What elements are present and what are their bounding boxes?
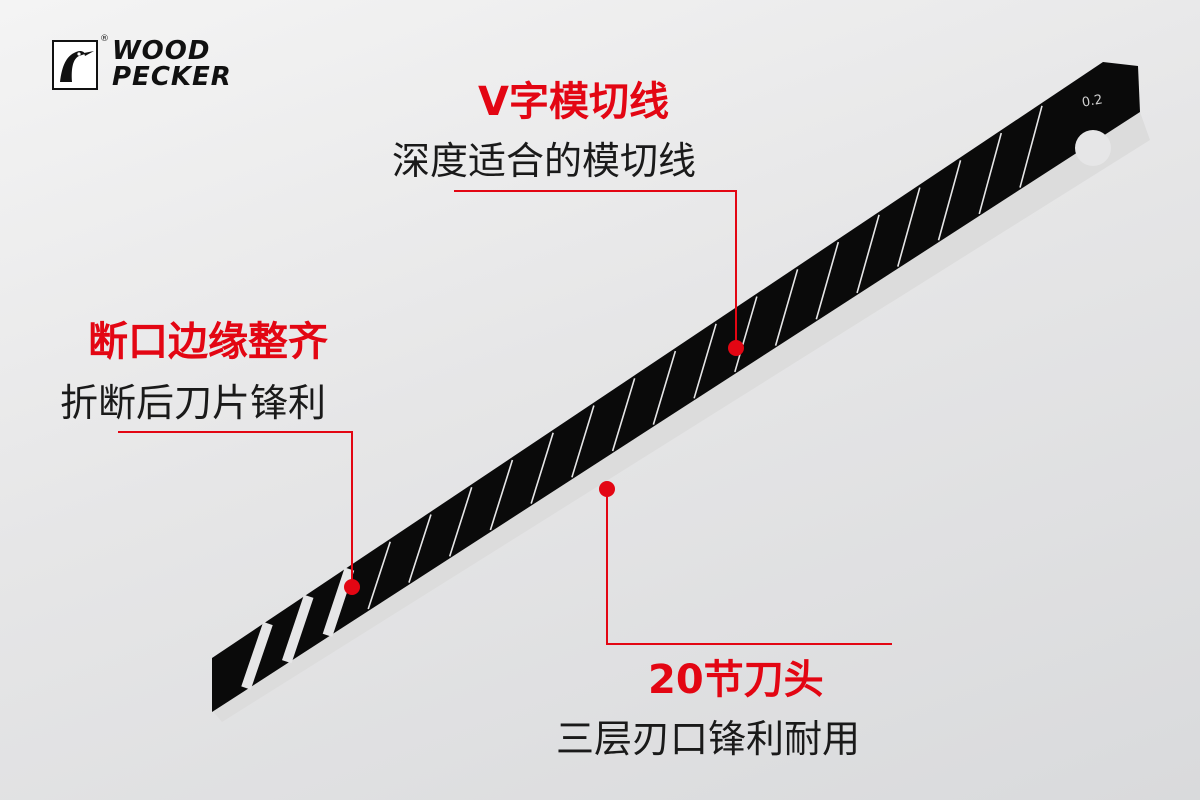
blade-segment-line: [734, 296, 758, 373]
blade-cutting-edge: [212, 112, 1150, 722]
blade-segment-lines: [241, 105, 1043, 690]
callout-dot-v-groove: [728, 340, 744, 356]
blade-segment-line: [241, 621, 273, 690]
blade-segment-line: [448, 487, 473, 557]
blade-body: [212, 62, 1140, 712]
brand-wordmark-line2: PECKER: [112, 62, 232, 92]
blade-segment-line: [530, 432, 554, 504]
callout-line-v-groove: [454, 190, 737, 348]
callout-title-v-groove: V字模切线: [478, 79, 669, 125]
callout-line-segments: [606, 489, 892, 645]
brand-logo: ® WOOD PECKER: [52, 34, 332, 94]
blade-segment-line: [408, 514, 432, 583]
blade-segment-line: [489, 459, 514, 531]
blade-segment-line: [937, 160, 962, 241]
blade-segment-line: [774, 269, 799, 346]
callout-line-break-edge: [118, 431, 353, 587]
blade-segment-line: [367, 541, 391, 610]
blade-segment-line: [571, 405, 595, 478]
callout-desc-break-edge: 折断后刀片锋利: [60, 381, 327, 425]
blade-segment-line: [322, 567, 355, 637]
woodpecker-bird-icon: [52, 40, 98, 90]
blade-segment-line: [1019, 105, 1043, 188]
blade-segment-line: [978, 132, 1003, 215]
callout-title-segments: 20节刀头: [648, 657, 824, 703]
blade-segment-line: [856, 214, 880, 294]
blade-segment-line: [693, 323, 717, 399]
brand-wordmark-line1: WOOD: [112, 36, 211, 66]
blade-segment-line: [611, 378, 636, 452]
callout-desc-v-groove: 深度适合的模切线: [392, 139, 697, 183]
blade-segment-line: [652, 350, 677, 425]
registered-mark: ®: [100, 34, 109, 44]
blade-segment-line: [281, 594, 314, 664]
callout-dot-segments: [599, 481, 615, 497]
blade-segment-line: [815, 241, 840, 320]
callout-title-break-edge: 断口边缘整齐: [88, 319, 328, 365]
blade-mounting-hole: [1075, 130, 1111, 166]
callout-dot-break-edge: [344, 579, 360, 595]
blade-segment-line: [897, 187, 921, 267]
callout-desc-segments: 三层刃口锋利耐用: [556, 717, 861, 761]
